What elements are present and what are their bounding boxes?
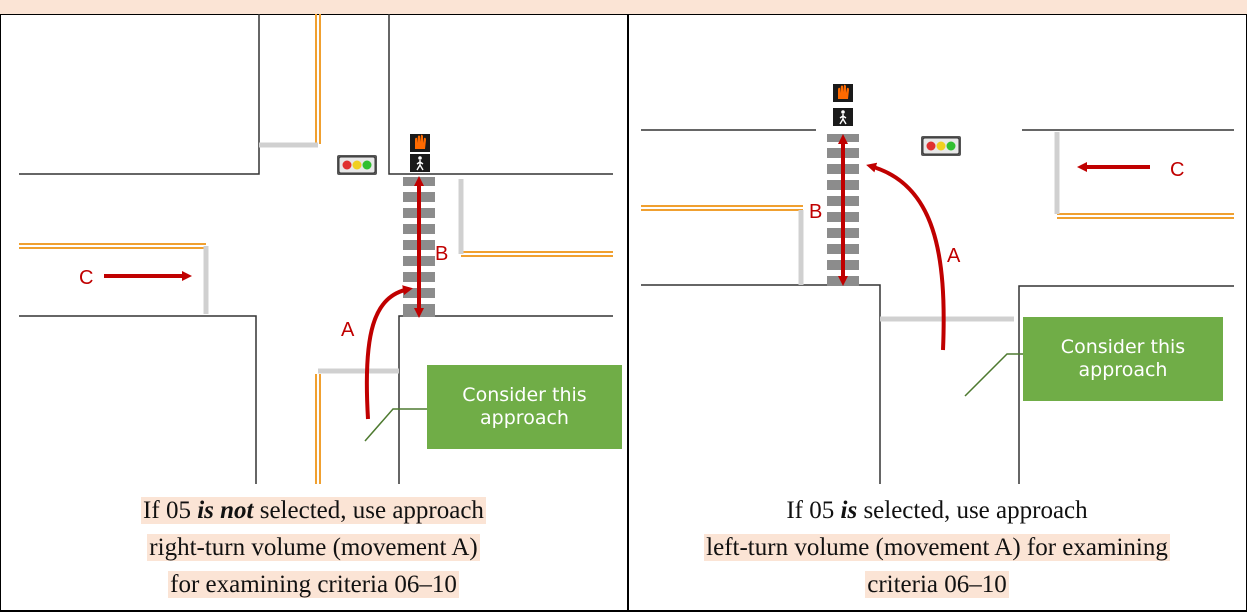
stop-bars	[798, 132, 1060, 322]
left-consider-approach-callout: Consider this approach	[427, 365, 622, 449]
callout-leader	[364, 408, 428, 442]
left-caption: If 05 is not selected, use approach righ…	[0, 492, 627, 603]
movement-c-label: C	[79, 267, 93, 289]
pedestrian-signal-icon	[833, 84, 853, 126]
stop-bars	[203, 142, 464, 374]
movement-c-label: C	[1170, 159, 1184, 181]
callout-leader	[964, 353, 1023, 397]
right-caption-prefix: If 05	[786, 497, 841, 524]
panel-divider	[627, 14, 629, 612]
pedestrian-signal-icon	[410, 134, 430, 172]
road-edges	[641, 129, 1234, 484]
right-caption-emphasis: is	[840, 497, 858, 524]
left-caption-line3: for examining criteria 06–10	[168, 571, 459, 598]
right-caption: If 05 is selected, use approach left-tur…	[629, 492, 1245, 603]
movement-a-label: A	[341, 319, 355, 341]
curb-lines	[19, 14, 613, 484]
right-caption-line3: criteria 06–10	[865, 571, 1009, 598]
traffic-signal-icon	[921, 136, 961, 156]
traffic-signal-icon	[337, 155, 377, 175]
top-strip	[0, 0, 1247, 15]
right-caption-line2: left-turn volume (movement A) for examin…	[704, 534, 1170, 561]
movement-arrows	[104, 176, 424, 420]
movement-arrows	[838, 134, 1150, 351]
movement-b-label: B	[435, 243, 448, 265]
left-callout-text: Consider this approach	[462, 384, 587, 429]
right-consider-approach-callout: Consider this approach	[1023, 317, 1223, 401]
movement-a-label: A	[947, 245, 961, 267]
road-edges	[19, 14, 613, 484]
left-caption-line2: right-turn volume (movement A)	[147, 534, 480, 561]
movement-a-arrow	[364, 285, 413, 420]
right-caption-suffix: selected, use approach	[857, 497, 1088, 524]
movement-b-label: B	[809, 201, 822, 223]
right-callout-text: Consider this approach	[1060, 336, 1186, 381]
left-caption-suffix: selected, use approach	[253, 497, 484, 524]
left-caption-emphasis: is not	[197, 497, 254, 524]
right-intersection-diagram: B C A	[641, 84, 1234, 484]
left-caption-prefix: If 05	[143, 497, 198, 524]
left-intersection-diagram: B C A	[19, 14, 613, 484]
movement-a-arrow	[866, 162, 946, 351]
curb-lines	[641, 205, 1234, 219]
